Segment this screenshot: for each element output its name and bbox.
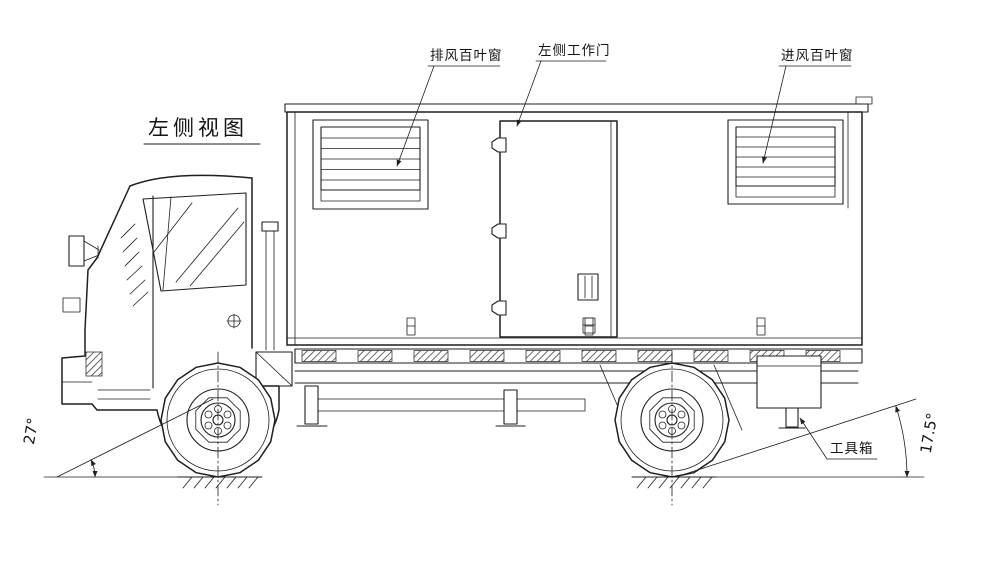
leader-line — [516, 60, 542, 127]
truck-cab — [61, 174, 280, 462]
support-legs — [296, 385, 526, 427]
headlamp — [62, 297, 81, 313]
cab-side-window — [142, 192, 247, 292]
toolbox — [756, 355, 822, 429]
exhaust-louver-label: 排风百叶窗 — [430, 47, 503, 64]
callout-work-door: 左侧工作门 — [516, 43, 611, 127]
grille-hatch — [85, 351, 103, 377]
rear-departure-angle: 17.5° — [675, 398, 942, 478]
door-hinge-top — [491, 137, 507, 153]
leader-line — [396, 65, 435, 167]
intake-louver-window — [727, 119, 844, 205]
side-mirror — [68, 235, 100, 267]
leader-line — [761, 65, 787, 164]
drawing-title-group: 左侧视图 — [143, 116, 261, 145]
pillar-hatch — [120, 223, 149, 307]
door-hinge-bottom — [491, 300, 507, 316]
work-door — [491, 120, 618, 338]
callout-intake-louver: 进风百叶窗 — [761, 47, 854, 164]
front-approach-angle: 27° — [20, 398, 215, 478]
leader-line — [799, 417, 828, 460]
toolbox-label: 工具箱 — [830, 441, 874, 457]
rear-mudflap-rear — [713, 364, 743, 431]
door-handle — [577, 273, 599, 301]
front-angle-value: 27° — [20, 416, 42, 445]
ground-hatch-front — [177, 476, 263, 489]
fuel-cap — [226, 313, 242, 329]
rear-wheel — [614, 351, 730, 506]
intake-louver-label: 进风百叶窗 — [781, 47, 854, 64]
front-wheel — [160, 351, 276, 506]
exhaust-louver-window — [312, 119, 429, 210]
callout-toolbox: 工具箱 — [799, 417, 878, 460]
door-hinge-middle — [491, 223, 507, 239]
callout-exhaust-louver: 排风百叶窗 — [396, 47, 503, 167]
ground-hatch-rear — [631, 476, 717, 489]
drawing-title: 左侧视图 — [148, 116, 248, 140]
work-door-label: 左侧工作门 — [538, 43, 611, 59]
box-bottom-fittings — [406, 317, 766, 336]
rear-angle-value: 17.5° — [917, 411, 942, 454]
